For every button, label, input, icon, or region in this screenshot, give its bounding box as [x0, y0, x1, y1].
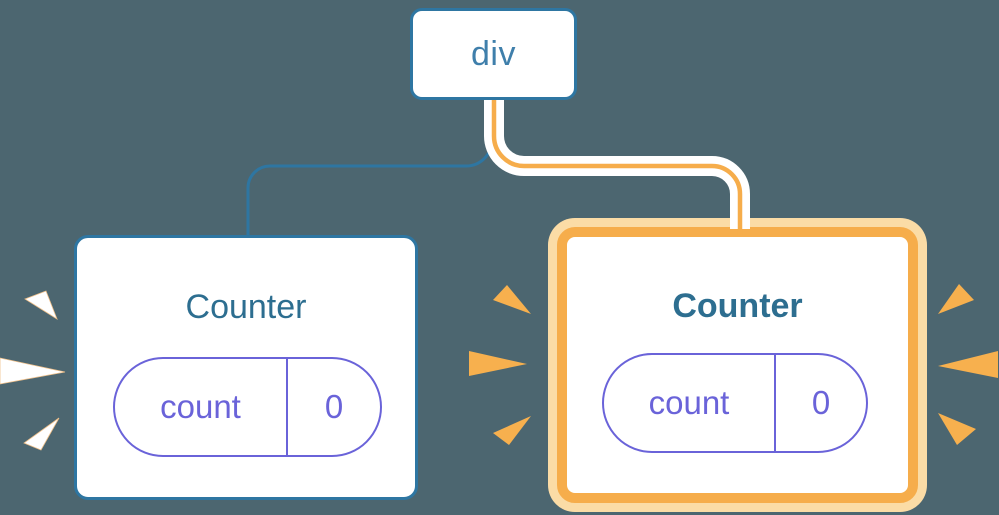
spark-wedge-icon: [0, 357, 66, 385]
spark-wedge-icon: [938, 413, 976, 445]
spark-wedge-icon: [469, 351, 527, 376]
spark-wedge-icon: [938, 351, 998, 378]
left-state-key: count: [160, 388, 241, 425]
left-state-value: 0: [286, 359, 380, 455]
spark-burst-right-icon: [938, 284, 998, 445]
right-state-pill: count 0: [602, 353, 868, 453]
tree-root-label: div: [471, 34, 516, 73]
spark-wedge-icon: [493, 416, 531, 445]
left-state-pill: count 0: [113, 357, 382, 457]
right-state-value: 0: [774, 355, 866, 451]
tree-root-node: div: [410, 8, 577, 100]
spark-burst-middle-icon: [469, 285, 531, 445]
edge-div-to-right-counter: [491, 96, 743, 235]
spark-wedge-icon: [938, 284, 974, 314]
left-counter-card: Counter count 0: [74, 235, 418, 500]
spark-wedge-icon: [493, 285, 531, 314]
edge-div-to-left-counter: [246, 99, 494, 238]
spark-wedge-icon: [23, 417, 60, 451]
spark-wedge-icon: [24, 290, 58, 320]
right-counter-card: Counter count 0: [557, 227, 918, 503]
spark-burst-left-icon: [0, 290, 66, 451]
right-counter-title: Counter: [672, 287, 803, 325]
edge-div-to-right-counter-casing: [484, 96, 750, 229]
left-counter-title: Counter: [185, 288, 307, 326]
right-state-key: count: [648, 384, 730, 421]
